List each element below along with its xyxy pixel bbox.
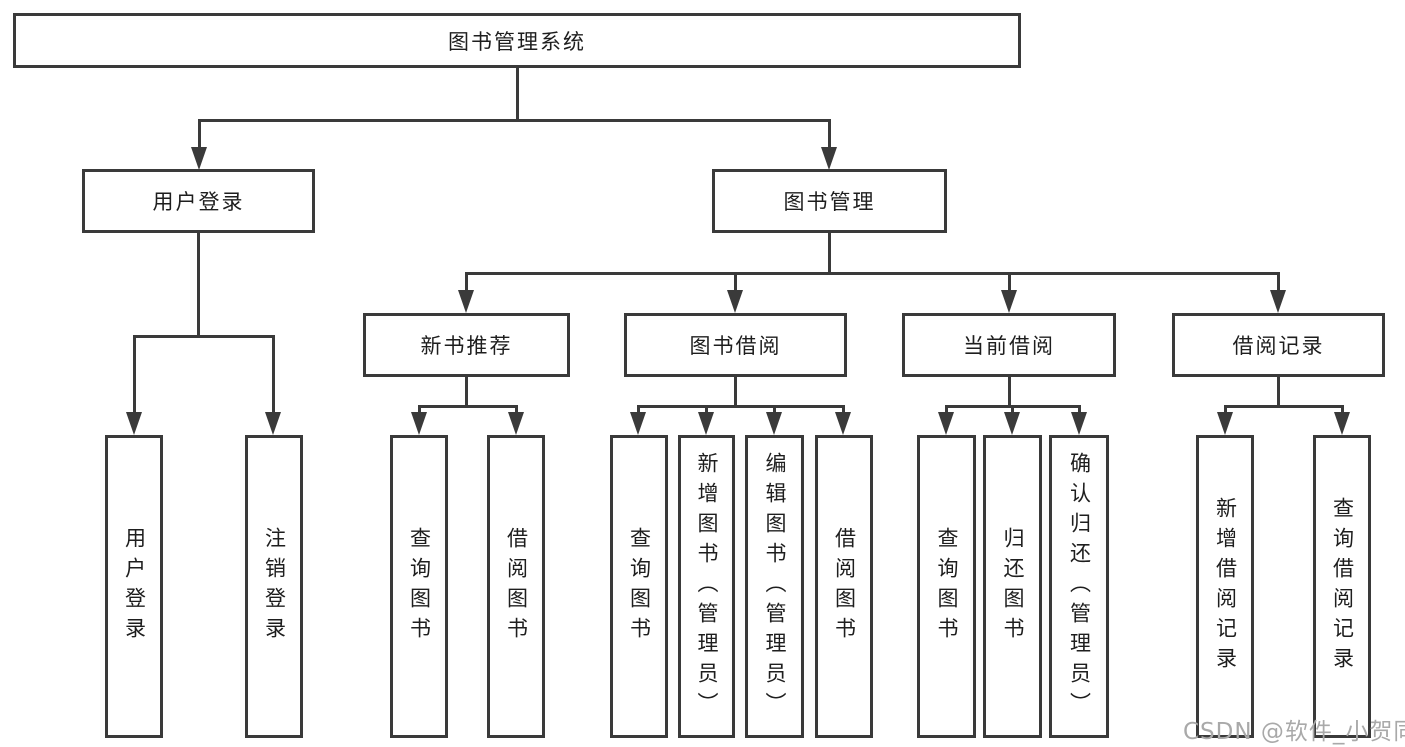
node-current-borrowing: 当前借阅 xyxy=(902,313,1116,377)
arrowhead-down xyxy=(458,290,474,313)
arrowhead-down xyxy=(1001,290,1017,313)
connector-newbook-horizontal xyxy=(418,405,518,408)
leaf-current-query-books: 查询图书 xyxy=(917,435,976,738)
arrowhead-down xyxy=(821,147,837,170)
arrowhead-down xyxy=(411,412,427,435)
connector-stem xyxy=(842,405,845,414)
connector-stem-user-login xyxy=(198,119,201,152)
connector-stem-newbook xyxy=(465,272,468,293)
leaf-label: 查询图书 xyxy=(935,526,959,647)
connector-stem xyxy=(515,405,518,414)
leaf-label: 确认归还（管理员） xyxy=(1067,451,1092,722)
leaf-borrow-add-books-admin: 新增图书（管理员） xyxy=(678,435,735,738)
connector-stem-leaf-logout xyxy=(272,335,275,415)
leaf-logout: 注销登录 xyxy=(245,435,303,738)
arrowhead-down xyxy=(727,290,743,313)
leaf-label: 查询图书 xyxy=(407,526,432,647)
node-label: 用户登录 xyxy=(152,190,245,214)
node-label: 借阅记录 xyxy=(1232,334,1325,358)
connector-stem xyxy=(1011,405,1014,414)
node-user-login: 用户登录 xyxy=(82,169,315,233)
connector-stem xyxy=(705,405,708,414)
node-book-management: 图书管理 xyxy=(712,169,947,233)
leaf-label: 查询借阅记录 xyxy=(1330,496,1355,677)
arrowhead-down xyxy=(265,412,281,435)
connector-stem xyxy=(773,405,776,414)
connector-stem-borrowrecords xyxy=(1277,272,1280,293)
node-label: 图书管理系统 xyxy=(448,29,586,54)
node-label: 图书借阅 xyxy=(689,334,782,358)
connector-bookmgmt-horizontal xyxy=(465,272,1280,275)
arrowhead-down xyxy=(1004,412,1020,435)
arrowhead-down xyxy=(1217,412,1233,435)
leaf-newbook-query-books: 查询图书 xyxy=(390,435,448,738)
node-borrowing-records: 借阅记录 xyxy=(1172,313,1385,377)
connector-root-vertical xyxy=(516,68,519,122)
arrowhead-down xyxy=(1270,290,1286,313)
connector-stem-currentborrow xyxy=(1008,272,1011,293)
leaf-label: 新增图书（管理员） xyxy=(695,451,719,722)
connector-stem xyxy=(637,405,640,414)
connector-bookborrow-vertical xyxy=(734,377,737,408)
node-label: 当前借阅 xyxy=(963,334,1055,358)
leaf-label: 查询图书 xyxy=(627,526,652,647)
connector-bookmgmt-vertical xyxy=(828,233,831,275)
node-label: 新书推荐 xyxy=(420,334,513,358)
arrowhead-down xyxy=(766,412,782,435)
arrowhead-down xyxy=(835,412,851,435)
leaf-user-login: 用户登录 xyxy=(105,435,163,738)
connector-newbook-vertical xyxy=(465,377,468,408)
leaf-borrow-query-books: 查询图书 xyxy=(610,435,668,738)
connector-userlogin-horizontal xyxy=(133,335,275,338)
node-label: 图书管理 xyxy=(783,190,876,214)
leaf-label: 借阅图书 xyxy=(504,526,529,647)
arrowhead-down xyxy=(508,412,524,435)
connector-stem xyxy=(945,405,948,414)
arrowhead-down xyxy=(1071,412,1087,435)
csdn-watermark: CSDN @软件_小贺同学 xyxy=(1183,719,1405,745)
arrowhead-down xyxy=(191,147,207,170)
arrowhead-down xyxy=(938,412,954,435)
node-book-borrowing: 图书借阅 xyxy=(624,313,847,377)
leaf-label: 归还图书 xyxy=(1001,526,1025,647)
arrowhead-down xyxy=(1334,412,1350,435)
leaf-borrow-borrow-books: 借阅图书 xyxy=(815,435,873,738)
connector-stem xyxy=(1224,405,1227,414)
connector-bookborrow-horizontal xyxy=(637,405,845,408)
leaf-label: 借阅图书 xyxy=(832,526,857,647)
connector-userlogin-vertical xyxy=(197,233,200,338)
node-library-management-system: 图书管理系统 xyxy=(13,13,1021,68)
leaf-records-add-record: 新增借阅记录 xyxy=(1196,435,1254,738)
leaf-borrow-edit-books-admin: 编辑图书（管理员） xyxy=(745,435,804,738)
arrowhead-down xyxy=(698,412,714,435)
arrowhead-down xyxy=(630,412,646,435)
leaf-label: 注销登录 xyxy=(262,526,287,647)
connector-stem xyxy=(1341,405,1344,414)
leaf-records-query-record: 查询借阅记录 xyxy=(1313,435,1371,738)
connector-borrowrecords-vertical xyxy=(1277,377,1280,408)
arrowhead-down xyxy=(126,412,142,435)
leaf-current-confirm-return-admin: 确认归还（管理员） xyxy=(1049,435,1109,738)
node-new-book-recommend: 新书推荐 xyxy=(363,313,570,377)
connector-stem xyxy=(1078,405,1081,414)
connector-stem xyxy=(418,405,421,414)
connector-root-horizontal xyxy=(198,119,831,122)
connector-stem-bookborrow xyxy=(734,272,737,293)
leaf-newbook-borrow-books: 借阅图书 xyxy=(487,435,545,738)
connector-stem-leaf-user-login xyxy=(133,335,136,415)
leaf-label: 编辑图书（管理员） xyxy=(763,451,787,722)
leaf-label: 用户登录 xyxy=(122,526,147,647)
connector-stem-book-management xyxy=(828,119,831,152)
leaf-label: 新增借阅记录 xyxy=(1213,496,1238,677)
connector-currentborrow-vertical xyxy=(1008,377,1011,408)
leaf-current-return-books: 归还图书 xyxy=(983,435,1042,738)
connector-borrowrecords-horizontal xyxy=(1224,405,1344,408)
